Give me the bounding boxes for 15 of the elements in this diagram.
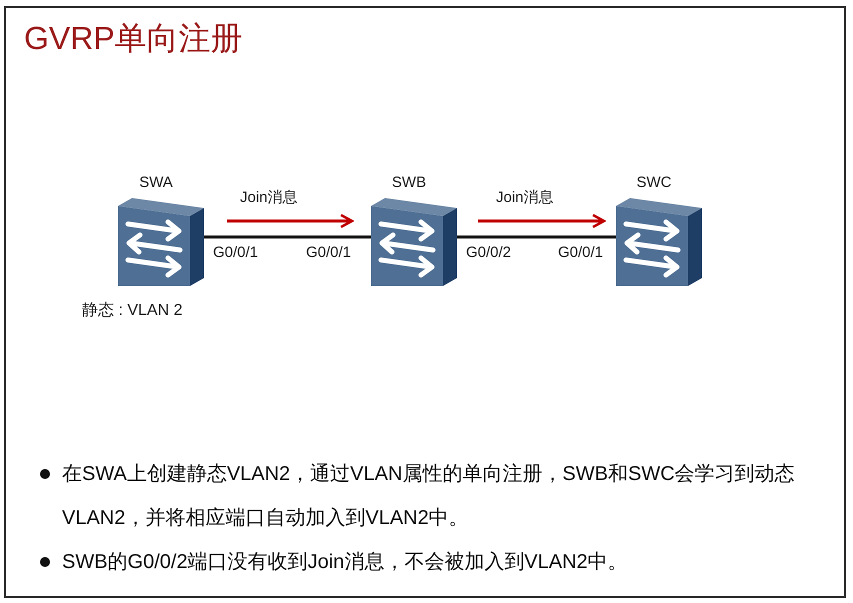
- link-line: [457, 236, 616, 238]
- port-label: G0/0/1: [558, 243, 604, 263]
- message-label: Join消息: [496, 188, 554, 208]
- port-label: G0/0/2: [466, 243, 512, 263]
- switch-label: SWA: [139, 173, 174, 193]
- switch-label: SWC: [636, 173, 672, 193]
- bullet-text: 在SWA上创建静态VLAN2，通过VLAN属性的单向注册，SWB和SWC会学习到动态VLAN2，并将相应端口自动加入到VLAN2中。: [62, 462, 796, 531]
- vlan-note: 静态 : VLAN 2: [82, 300, 182, 321]
- port-label: G0/0/1: [306, 243, 352, 263]
- port-label: G0/0/1: [213, 243, 258, 263]
- message-label: Join消息: [240, 188, 298, 208]
- switch-label: SWB: [392, 173, 428, 193]
- bullet-text: SWB的G0/0/2端口没有收到Join消息，不会被加入到VLAN2中。: [62, 550, 628, 575]
- title: GVRP单向注册: [24, 19, 243, 58]
- link-line: [204, 236, 371, 238]
